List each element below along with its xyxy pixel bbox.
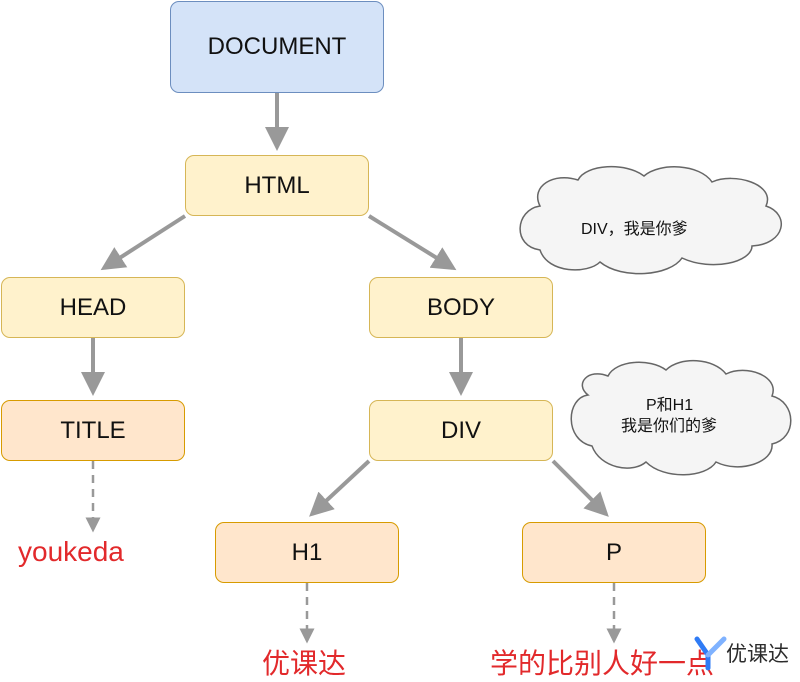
edge-html-body <box>367 214 457 271</box>
node-head: HEAD <box>1 277 185 338</box>
cloud-p-h1-note-line1: P和H1 <box>646 397 694 414</box>
edge-html-head <box>100 214 187 271</box>
node-body: BODY <box>369 277 553 338</box>
node-div: DIV <box>369 400 553 461</box>
leaf-text-p: 学的比别人好一点 <box>490 648 715 679</box>
node-h1: H1 <box>215 522 399 583</box>
node-title: TITLE <box>1 400 185 461</box>
cloud-p-h1-note-line2: 我是你们的爹 <box>621 418 718 435</box>
leaf-text-h1: 优课达 <box>262 648 347 679</box>
node-p: P <box>522 522 706 583</box>
cloud-div-note-text: DIV，我是你爹 <box>581 221 688 238</box>
cloud-div-note <box>519 165 782 275</box>
watermark-brand-text: 优课达 <box>726 643 789 666</box>
watermark: 优课达 <box>694 633 789 673</box>
node-document: DOCUMENT <box>170 1 384 93</box>
y-logo-icon <box>694 636 727 671</box>
leaf-text-title: youkeda <box>18 536 124 567</box>
node-html: HTML <box>185 155 369 216</box>
cloud-p-h1-note <box>570 359 792 476</box>
edge-div-h1 <box>309 459 371 517</box>
edge-div-p <box>551 459 609 517</box>
